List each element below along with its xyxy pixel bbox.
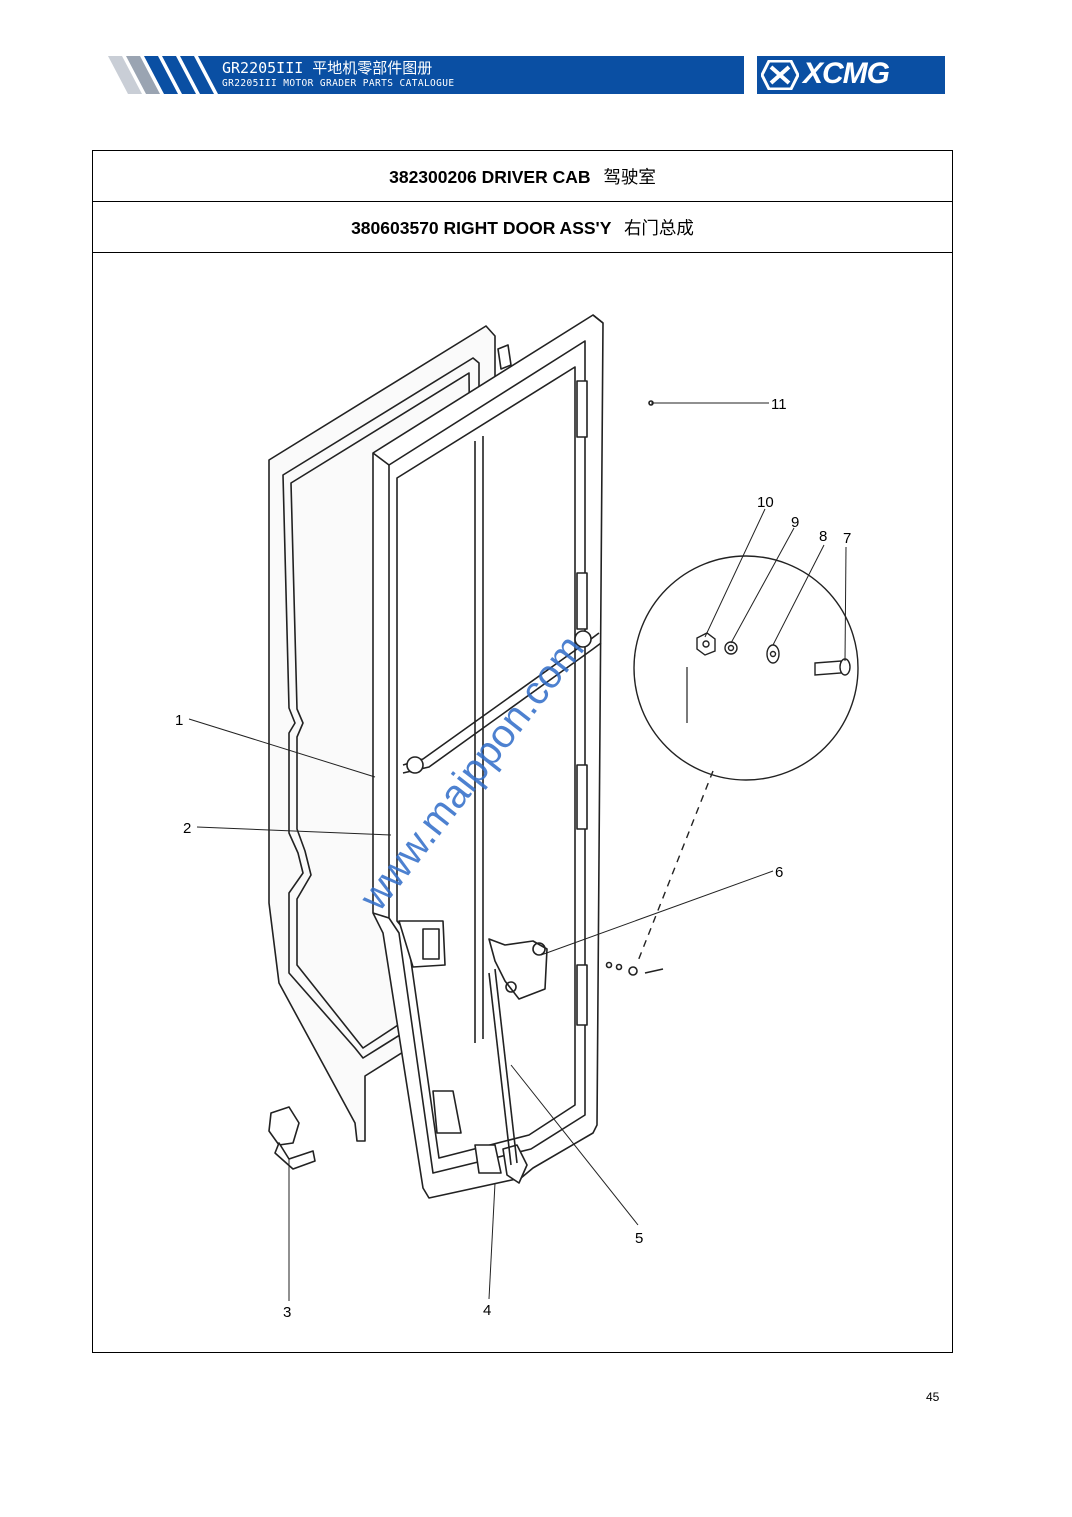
detail-nut-10 [696, 632, 716, 656]
callout-8: 8 [819, 528, 827, 545]
grab-handle [402, 630, 602, 774]
assembly-name-cn: 驾驶室 [603, 167, 656, 188]
assembly-name-en: DRIVER CAB [481, 166, 591, 187]
xcmg-logo: XCMG [757, 56, 945, 94]
callout-10: 10 [757, 494, 774, 511]
latch-assembly [488, 938, 548, 1000]
callout-9: 9 [791, 514, 799, 531]
brand-stripes-graphic [108, 56, 220, 94]
subassembly-name-en: RIGHT DOOR ASS'Y [443, 217, 612, 238]
parts-table: 382300206 DRIVER CAB 驾驶室 380603570 RIGHT… [92, 150, 953, 1353]
callout-1: 1 [175, 712, 183, 729]
subassembly-code: 380603570 [351, 217, 439, 238]
header-banner: GR2205III 平地机零部件图册 GR2205III MOTOR GRADE… [108, 56, 744, 94]
logo-emblem-icon [761, 60, 799, 90]
callout-3: 3 [283, 1304, 291, 1321]
catalogue-subtitle: GR2205III MOTOR GRADER PARTS CATALOGUE [222, 78, 455, 89]
detail-bolt-7 [814, 658, 851, 676]
assembly-header-row: 382300206 DRIVER CAB 驾驶室 [93, 151, 952, 202]
catalogue-title: GR2205III 平地机零部件图册 [222, 59, 433, 77]
exploded-view-diagram: 1 2 3 4 5 6 7 8 9 10 11 www.maippon.com [175, 314, 859, 1321]
assembly-code: 382300206 [389, 166, 477, 187]
lock-bracket [398, 920, 502, 1174]
detail-circle [633, 555, 859, 962]
detail-washer-9 [724, 641, 738, 655]
detail-washer-8 [766, 644, 780, 664]
callout-11: 11 [771, 396, 787, 413]
subassembly-name-cn: 右门总成 [623, 218, 694, 239]
logo-wordmark: XCMG [803, 57, 890, 90]
callout-7: 7 [843, 530, 851, 547]
callout-2: 2 [183, 820, 191, 837]
loose-bracket [268, 1106, 316, 1170]
callout-6: 6 [775, 864, 783, 881]
subassembly-title: 380603570 RIGHT DOOR ASS'Y 右门总成 [351, 215, 694, 240]
page-number: 45 [926, 1390, 940, 1404]
callout-5: 5 [635, 1230, 643, 1247]
hinges [497, 344, 588, 1026]
callout-4: 4 [483, 1302, 491, 1319]
header-bar [220, 56, 744, 94]
assembly-title: 382300206 DRIVER CAB 驾驶室 [389, 164, 656, 189]
subassembly-header-row: 380603570 RIGHT DOOR ASS'Y 右门总成 [93, 202, 952, 253]
lower-latch [488, 968, 528, 1184]
